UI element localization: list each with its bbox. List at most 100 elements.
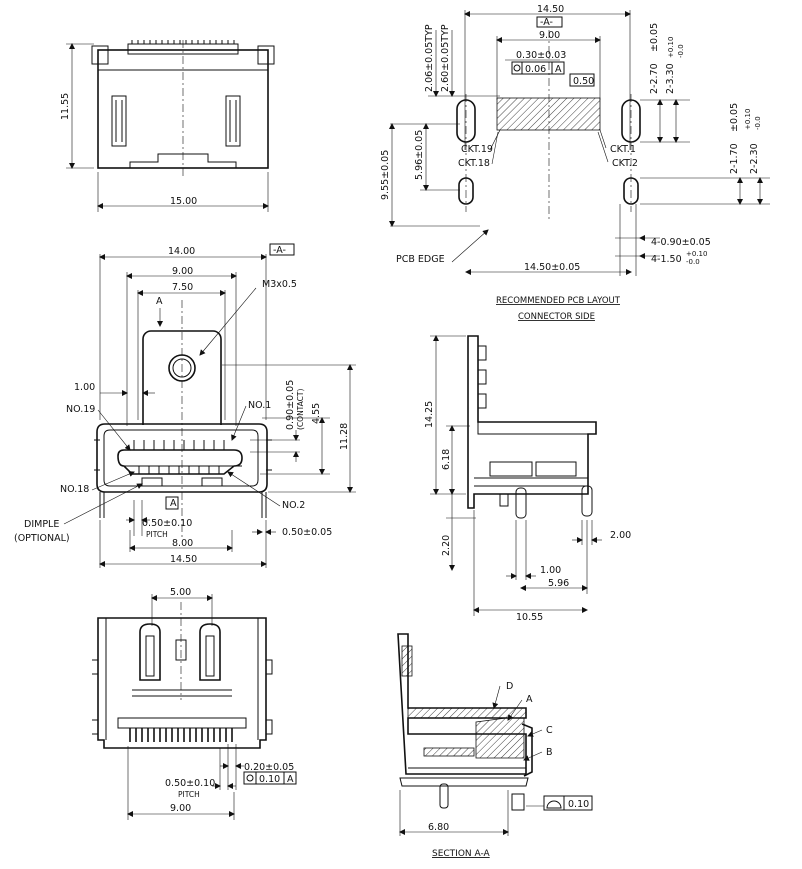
section-label-c: C bbox=[546, 725, 553, 736]
pcb-270-dim-b: ±0.05 bbox=[649, 23, 660, 52]
top-view: 15.00 11.55 bbox=[60, 40, 275, 212]
section-caption: SECTION A-A bbox=[432, 849, 491, 859]
bottom-view-latch-right bbox=[199, 623, 221, 681]
front-section-a-top: A bbox=[156, 296, 163, 307]
section-peg bbox=[439, 783, 449, 809]
front-no1-label: NO.1 bbox=[248, 400, 271, 411]
section-bracket-thread bbox=[401, 645, 413, 677]
front-1128-dim: 11.28 bbox=[339, 423, 350, 450]
bottom-5-dim: 5.00 bbox=[170, 587, 191, 598]
front-contacts bbox=[133, 440, 225, 474]
pcb-170-dim-b: ±0.05 bbox=[729, 103, 740, 132]
front-port-opening bbox=[117, 449, 243, 475]
pcb-datum-a: -A- bbox=[540, 17, 553, 28]
front-100-dim: 1.00 bbox=[74, 382, 95, 393]
pcb-pad-field bbox=[496, 97, 601, 131]
side-view-inner bbox=[489, 461, 577, 477]
front-no18-label: NO.18 bbox=[60, 484, 89, 495]
top-view-pins bbox=[127, 40, 239, 55]
front-dimple-left bbox=[141, 477, 163, 487]
top-view-tab-right bbox=[257, 45, 275, 65]
bottom-020-dim: 0.20±0.05 bbox=[244, 762, 294, 773]
side-220-dim: 2.20 bbox=[441, 535, 452, 556]
front-050-right-dim: 0.50±0.05 bbox=[282, 527, 332, 538]
front-mounting-bracket bbox=[142, 330, 222, 425]
front-dimple-right bbox=[201, 477, 223, 487]
pcb-170-dim-a: 2-1.70 bbox=[729, 143, 740, 174]
pcb-caption-2: CONNECTOR SIDE bbox=[518, 312, 595, 322]
pcb-260-dim: 2.60±0.05TYP bbox=[440, 24, 451, 92]
side-100-dim: 1.00 bbox=[540, 565, 561, 576]
bottom-view-pin-header bbox=[117, 717, 247, 729]
front-9-dim: 9.00 bbox=[172, 266, 193, 277]
pcb-total-width-dim: 14.50 bbox=[537, 4, 564, 15]
section-tol-value: 0.10 bbox=[568, 799, 589, 810]
side-view-peg bbox=[515, 487, 527, 519]
bottom-tol-datum: A bbox=[287, 774, 294, 785]
pcb-050-dim: 0.50 bbox=[573, 76, 594, 87]
side-view-rear-peg bbox=[581, 485, 593, 517]
side-1055-dim: 10.55 bbox=[516, 612, 543, 623]
pcb-090-dim: 4-0.90±0.05 bbox=[651, 237, 711, 248]
section-label-d: D bbox=[506, 681, 513, 692]
top-view-tab-left bbox=[91, 45, 109, 65]
section-foot bbox=[511, 793, 525, 811]
pcb-tol-value: 0.06 bbox=[525, 64, 546, 75]
front-optional-label: (OPTIONAL) bbox=[14, 533, 70, 544]
front-1450-dim: 14.50 bbox=[170, 554, 197, 565]
section-label-a: A bbox=[526, 694, 533, 705]
side-view-bracket-teeth bbox=[478, 345, 487, 409]
front-section-a-bottom: A bbox=[170, 498, 177, 509]
bottom-tol-value: 0.10 bbox=[259, 774, 280, 785]
pcb-tol-datum: A bbox=[555, 64, 562, 75]
front-dimple-label: DIMPLE bbox=[24, 519, 59, 530]
side-200-dim: 2.00 bbox=[610, 530, 631, 541]
section-view: D A C B 0.10 6.80 SECTION A-A bbox=[397, 633, 593, 859]
pcb-ckt19-label: CKT.19 bbox=[461, 144, 493, 155]
top-view-width-dim: 15.00 bbox=[170, 196, 197, 207]
bottom-9-dim: 9.00 bbox=[170, 803, 191, 814]
bottom-pitch-dim: 0.50±0.10 bbox=[165, 778, 215, 789]
pcb-230-dim-b: +0.10 bbox=[744, 109, 752, 130]
front-750-dim: 7.50 bbox=[172, 282, 193, 293]
front-090-dim: 0.90±0.05 bbox=[285, 380, 296, 430]
pcb-pitch-dim: 0.30±0.03 bbox=[516, 50, 566, 61]
front-455-dim: 4.55 bbox=[311, 403, 322, 424]
pcb-150-dim-b: +0.10 bbox=[686, 250, 707, 258]
side-view-body bbox=[467, 335, 597, 509]
side-596-dim: 5.96 bbox=[548, 578, 569, 589]
bottom-pitch-label: PITCH bbox=[178, 790, 200, 799]
top-view-latch-right bbox=[225, 95, 241, 147]
front-8-dim: 8.00 bbox=[172, 538, 193, 549]
front-no19-label: NO.19 bbox=[66, 404, 95, 415]
section-680-dim: 6.80 bbox=[428, 822, 449, 833]
pcb-150-dim-a: 4-1.50 bbox=[651, 254, 682, 265]
bottom-view-outline bbox=[97, 617, 267, 749]
pcb-edge-label: PCB EDGE bbox=[396, 254, 445, 265]
section-insulator bbox=[475, 717, 525, 759]
pcb-330-dim-c: -0.0 bbox=[677, 44, 685, 58]
bottom-view: 5.00 0.20±0.05 0.10 A 0.50±0.10 PITCH 9.… bbox=[92, 587, 297, 820]
side-618-dim: 6.18 bbox=[441, 449, 452, 470]
pcb-330-dim-a: 2-3.30 bbox=[665, 63, 676, 94]
front-no2-label: NO.2 bbox=[282, 500, 305, 511]
front-housing bbox=[96, 423, 268, 493]
front-contact-label: (CONTACT) bbox=[296, 389, 305, 430]
top-view-height-dim: 11.55 bbox=[60, 93, 71, 120]
bottom-view-pins bbox=[129, 728, 233, 742]
pcb-1450-dim: 14.50±0.05 bbox=[524, 262, 580, 273]
pcb-caption-1: RECOMMENDED PCB LAYOUT bbox=[496, 296, 621, 306]
pcb-955-dim: 9.55±0.05 bbox=[380, 150, 391, 200]
pcb-ckt1-label: CKT.1 bbox=[610, 144, 636, 155]
pcb-230-dim-c: -0.0 bbox=[754, 116, 762, 130]
front-view: 14.00 -A- 9.00 7.50 A M3x0.5 1.00 bbox=[14, 243, 356, 568]
pcb-206-dim: 2.06±0.05TYP bbox=[424, 24, 435, 92]
top-view-latch-left bbox=[111, 95, 127, 147]
pcb-ckt18-label: CKT.18 bbox=[458, 158, 490, 169]
front-pitch-dim: 0.50±0.10 bbox=[142, 518, 192, 529]
pcb-230-dim-a: 2-2.30 bbox=[749, 143, 760, 174]
section-shell-top bbox=[407, 707, 527, 719]
side-view: 14.25 6.18 2.20 2.00 1.00 5.96 10.55 bbox=[424, 335, 631, 623]
section-label-b: B bbox=[546, 747, 553, 758]
